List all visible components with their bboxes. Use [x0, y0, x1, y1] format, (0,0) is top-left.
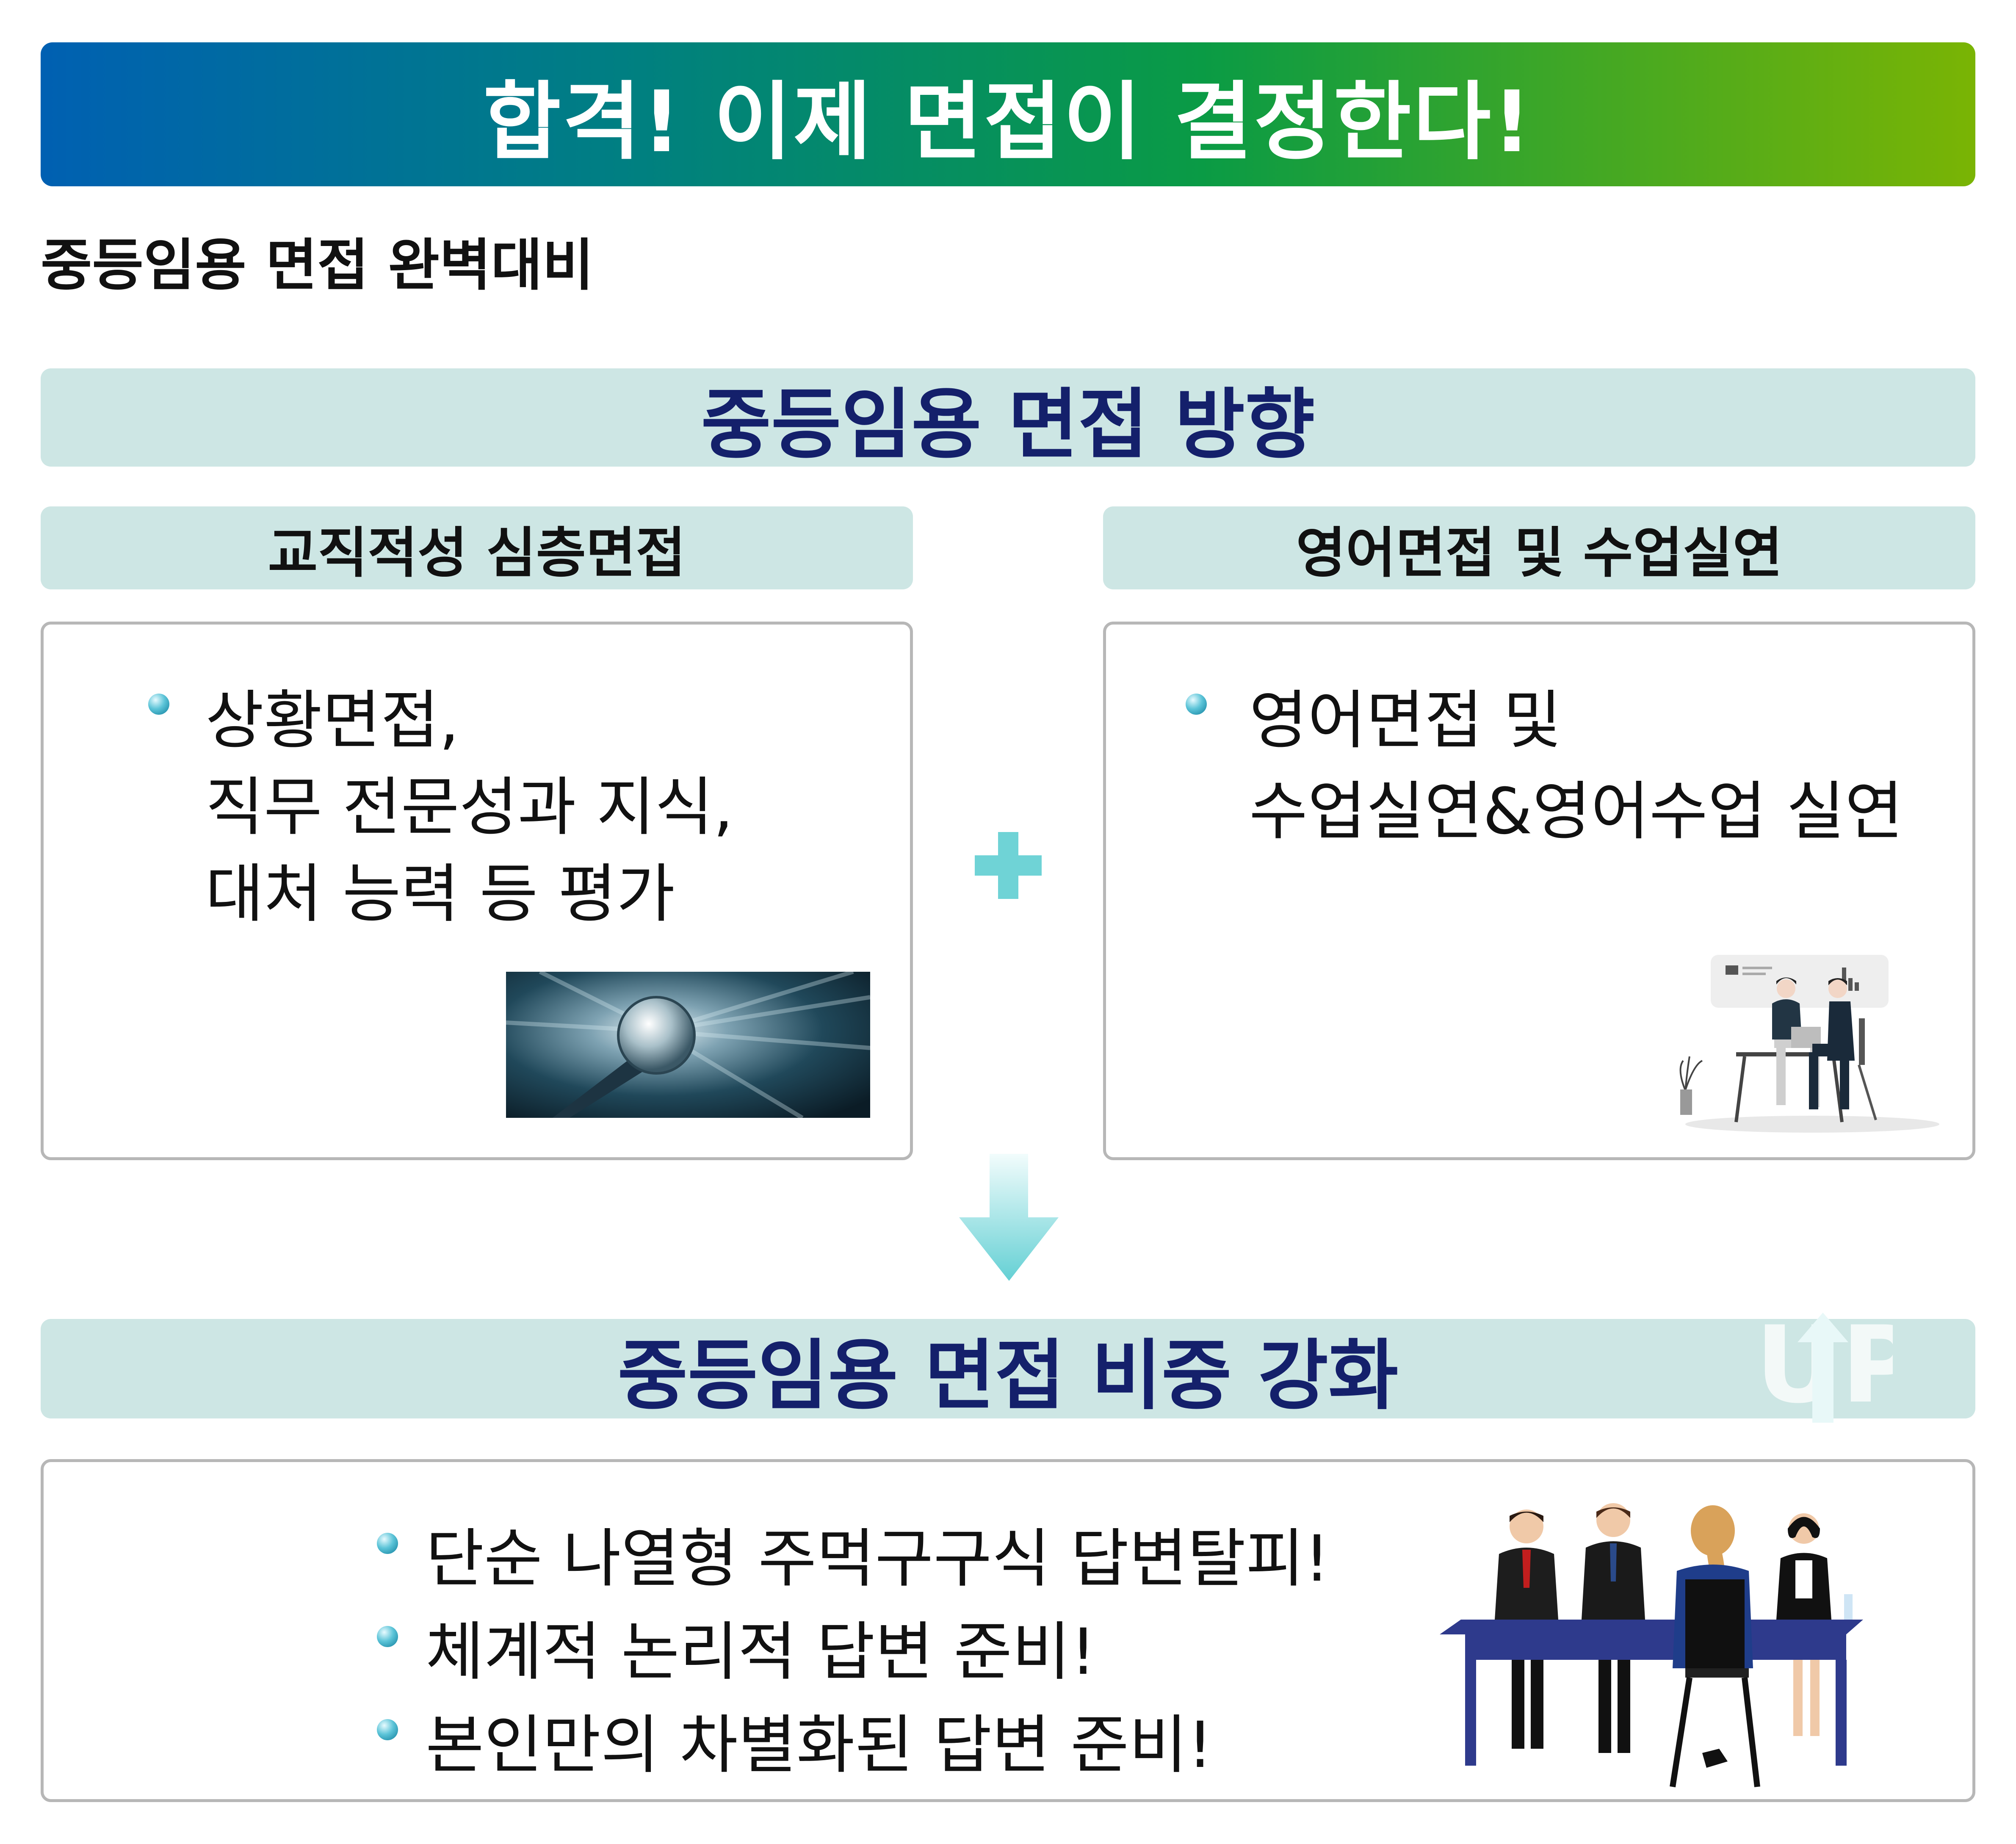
left-heading-text: 교직적성 심층면접 [268, 521, 686, 585]
bottom-bullet-2: 체계적 논리적 답변 준비! [426, 1615, 1096, 1689]
right-line-1: 영어면접 및 [1249, 684, 1562, 758]
weight-title: 중등임용 면접 비중 강화 [617, 1332, 1399, 1418]
arrow-down-icon [959, 1154, 1059, 1281]
bullet-icon [377, 1533, 398, 1554]
interview-panel-illustration [1440, 1503, 1863, 1788]
direction-title: 중등임용 면접 방향 [701, 380, 1315, 469]
bottom-bullet-1: 단순 나열형 주먹구구식 답변탈피! [426, 1522, 1330, 1596]
left-line-1: 상황면접, [205, 684, 459, 758]
left-line-2: 직무 전문성과 지식, [205, 771, 734, 844]
bullet-icon [377, 1719, 398, 1740]
right-heading-text: 영어면접 및 수업실연 [1296, 521, 1783, 585]
microphone-photo [506, 972, 870, 1118]
right-panel [1103, 622, 1975, 1160]
left-line-3: 대처 능력 등 평가 [205, 857, 675, 931]
bullet-icon [1186, 694, 1207, 715]
bottom-bullet-3: 본인만의 차별화된 답변 준비! [426, 1709, 1213, 1782]
right-panel-heading: 영어면접 및 수업실연 [1103, 506, 1975, 589]
plus-icon [975, 832, 1042, 899]
meeting-illustration [1679, 955, 1939, 1133]
right-line-2: 수업실연&영어수업 실연 [1249, 775, 1903, 849]
weight-bar: 중등임용 면접 비중 강화 [41, 1319, 1975, 1418]
left-panel-heading: 교직적성 심층면접 [41, 506, 913, 589]
header-banner: 합격! 이제 면접이 결정한다! [41, 42, 1975, 186]
direction-bar: 중등임용 면접 방향 [41, 368, 1975, 469]
bullet-icon [148, 694, 169, 715]
up-badge-icon: UP [1755, 1304, 1893, 1427]
banner-title: 합격! 이제 면접이 결정한다! [483, 73, 1533, 171]
page-subtitle: 중등임용 면접 완벽대비 [41, 233, 594, 298]
bullet-icon [377, 1626, 398, 1647]
